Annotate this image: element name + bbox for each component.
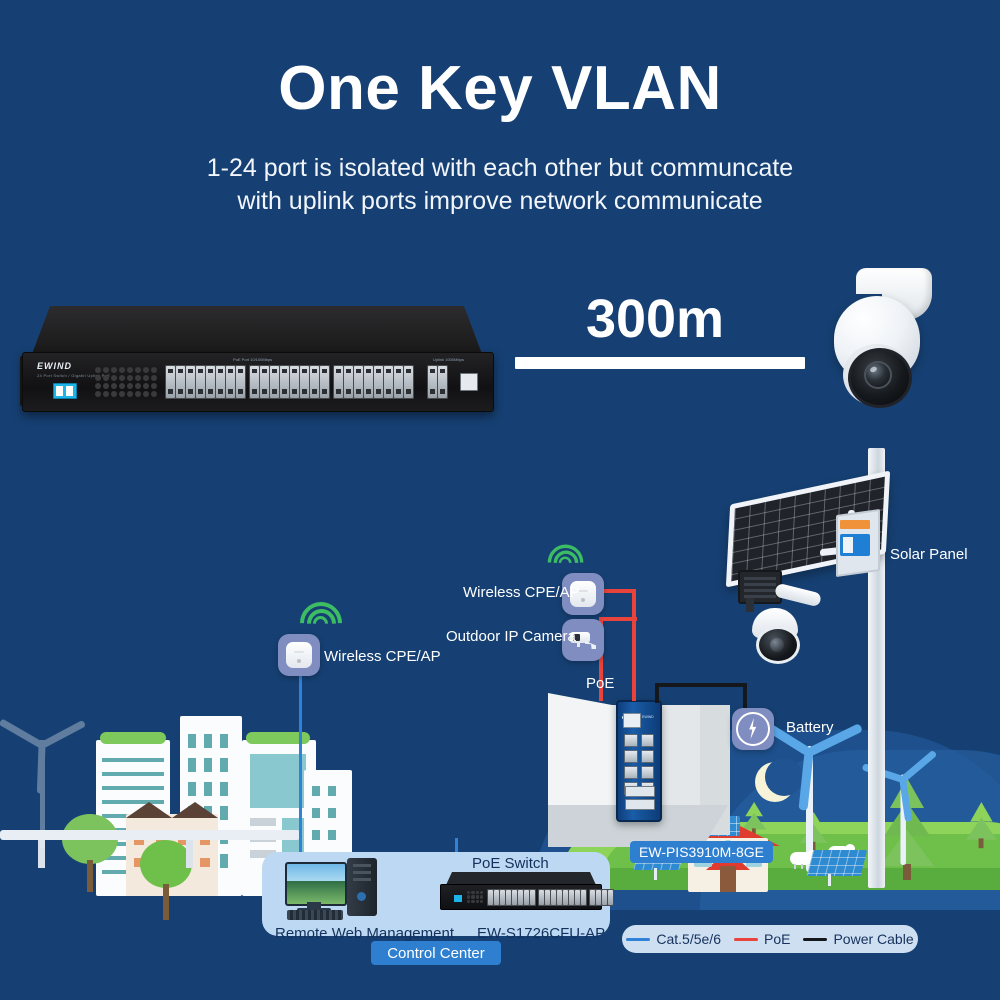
rack-switch-top xyxy=(32,306,482,354)
legend-line-poe xyxy=(733,937,758,941)
rack-switch-subtitle: 24 Port Switch / Gigabit Uplink PoE xyxy=(37,373,111,378)
switch-sfp-slot xyxy=(625,786,655,797)
controller-module xyxy=(840,520,870,529)
outdoor-camera-tile[interactable] xyxy=(562,619,604,661)
cc-led-grid xyxy=(467,891,483,903)
uplink-port-group xyxy=(427,365,448,399)
keyboard xyxy=(287,910,343,920)
control-center-badge: Control Center xyxy=(371,941,501,965)
monitor-stand xyxy=(307,902,321,909)
camera-lens-housing xyxy=(848,348,912,408)
wireless-access-point-icon xyxy=(570,581,596,607)
subtitle-line-2: with uplink ports improve network commun… xyxy=(237,187,763,215)
poe-cable-ap xyxy=(632,589,636,701)
power-cable-switch xyxy=(655,683,659,703)
cc-switch-faceplate xyxy=(440,884,614,910)
label-remote-web-management: Remote Web Management xyxy=(275,925,454,942)
page-subtitle: 1-24 port is isolated with each other bu… xyxy=(0,152,1000,218)
power-cable-top xyxy=(655,683,747,687)
rooftop-garden xyxy=(246,732,310,744)
label-poe-switch: PoE Switch xyxy=(472,855,549,872)
battery-pack xyxy=(840,534,870,556)
label-outdoor-camera: Outdoor IP Camera xyxy=(446,628,576,645)
battery-tile[interactable] xyxy=(732,708,774,750)
wifi-signal-icon xyxy=(540,537,591,588)
rail-support xyxy=(38,840,45,868)
control-center-poe-switch xyxy=(440,872,614,910)
label-wireless-cpe-right: Wireless CPE/AP xyxy=(463,584,580,601)
moon-icon xyxy=(755,758,803,802)
monitor-screen xyxy=(287,864,345,904)
rj45-port-bank xyxy=(165,365,423,399)
switch-sfp-slot xyxy=(625,799,655,810)
rail-support xyxy=(186,840,193,868)
legend-label-power: Power Cable xyxy=(833,931,914,947)
rack-switch-faceplate: EWIND 24 Port Switch / Gigabit Uplink Po… xyxy=(22,352,494,412)
ptz-dome-camera xyxy=(812,268,932,428)
legend-line-cat5 xyxy=(626,937,651,941)
wireless-ap-tile-right[interactable] xyxy=(562,573,604,615)
legend-item-power: Power Cable xyxy=(803,931,914,947)
wireless-access-point-icon xyxy=(286,642,312,668)
cc-switch-top xyxy=(446,872,596,885)
floodlight-arm xyxy=(746,598,754,612)
solar-panel-leg xyxy=(828,874,831,886)
cc-rj45-ports xyxy=(487,889,614,906)
label-battery: Battery xyxy=(786,719,834,736)
rack-poe-switch: EWIND 24 Port Switch / Gigabit Uplink Po… xyxy=(20,306,494,426)
legend-item-cat5: Cat.5/5e/6 xyxy=(626,931,721,947)
distance-bar xyxy=(515,357,805,369)
house-door xyxy=(720,866,736,892)
elevated-rail xyxy=(0,830,300,840)
industrial-poe-switch: EWIND xyxy=(616,700,662,822)
sheep-icon xyxy=(790,850,817,869)
page-title: One Key VLAN xyxy=(278,54,722,123)
led-indicator-grid xyxy=(95,367,157,397)
poe-cable-camera xyxy=(599,617,603,701)
switch-brand-mark: EWIND xyxy=(642,715,654,719)
solar-panel-leg xyxy=(654,868,657,880)
cable-legend: Cat.5/5e/6 PoE Power Cable xyxy=(622,925,918,953)
rack-uplink-label: Uplink 1000Mbps xyxy=(433,357,464,362)
subtitle-line-1: 1-24 port is isolated with each other bu… xyxy=(206,154,794,182)
rack-switch-brand: EWIND xyxy=(37,361,72,371)
switch-status-leds xyxy=(622,706,656,719)
power-terminal-block xyxy=(623,713,641,728)
legend-label-poe: PoE xyxy=(763,931,791,947)
dip-switch-icon xyxy=(53,383,77,399)
poe-cable-camera-run xyxy=(599,617,637,621)
rack-poe-port-label: PoE Port 10/100Mbps xyxy=(233,357,273,362)
wireless-ap-tile-left[interactable] xyxy=(278,634,320,676)
rooftop-garden xyxy=(100,732,166,744)
cc-dip-switch-icon xyxy=(454,895,462,902)
industrial-switch-model-badge: EW-PIS3910M-8GE xyxy=(630,841,774,863)
wifi-signal-icon xyxy=(291,593,351,653)
solar-power-kit xyxy=(725,470,891,600)
label-poe: PoE xyxy=(586,675,615,692)
legend-label-cat5: Cat.5/5e/6 xyxy=(656,931,721,947)
poe-cable-ap-run xyxy=(603,589,636,593)
city-skyline xyxy=(28,710,352,920)
label-wireless-cpe-left: Wireless CPE/AP xyxy=(324,648,441,665)
monitor xyxy=(285,862,347,906)
pc-tower xyxy=(347,858,377,916)
camera-lens-glass xyxy=(866,363,890,387)
legend-item-poe: PoE xyxy=(733,931,791,947)
workstation-pc xyxy=(285,858,381,920)
cat5-cable-left-ap xyxy=(299,672,302,854)
lightning-bolt-icon xyxy=(736,712,770,746)
distance-value: 300m xyxy=(585,289,725,349)
sfp-slot-icon xyxy=(460,373,478,391)
label-solar-panel: Solar Panel xyxy=(890,546,968,563)
label-control-switch-model: EW-S1726CFU-AP xyxy=(477,925,606,942)
bullet-camera-icon xyxy=(568,630,598,650)
legend-line-power xyxy=(803,937,828,941)
ptz-lens xyxy=(756,626,800,664)
ground-solar-panel xyxy=(806,850,868,876)
pole-ptz-camera xyxy=(752,608,800,664)
